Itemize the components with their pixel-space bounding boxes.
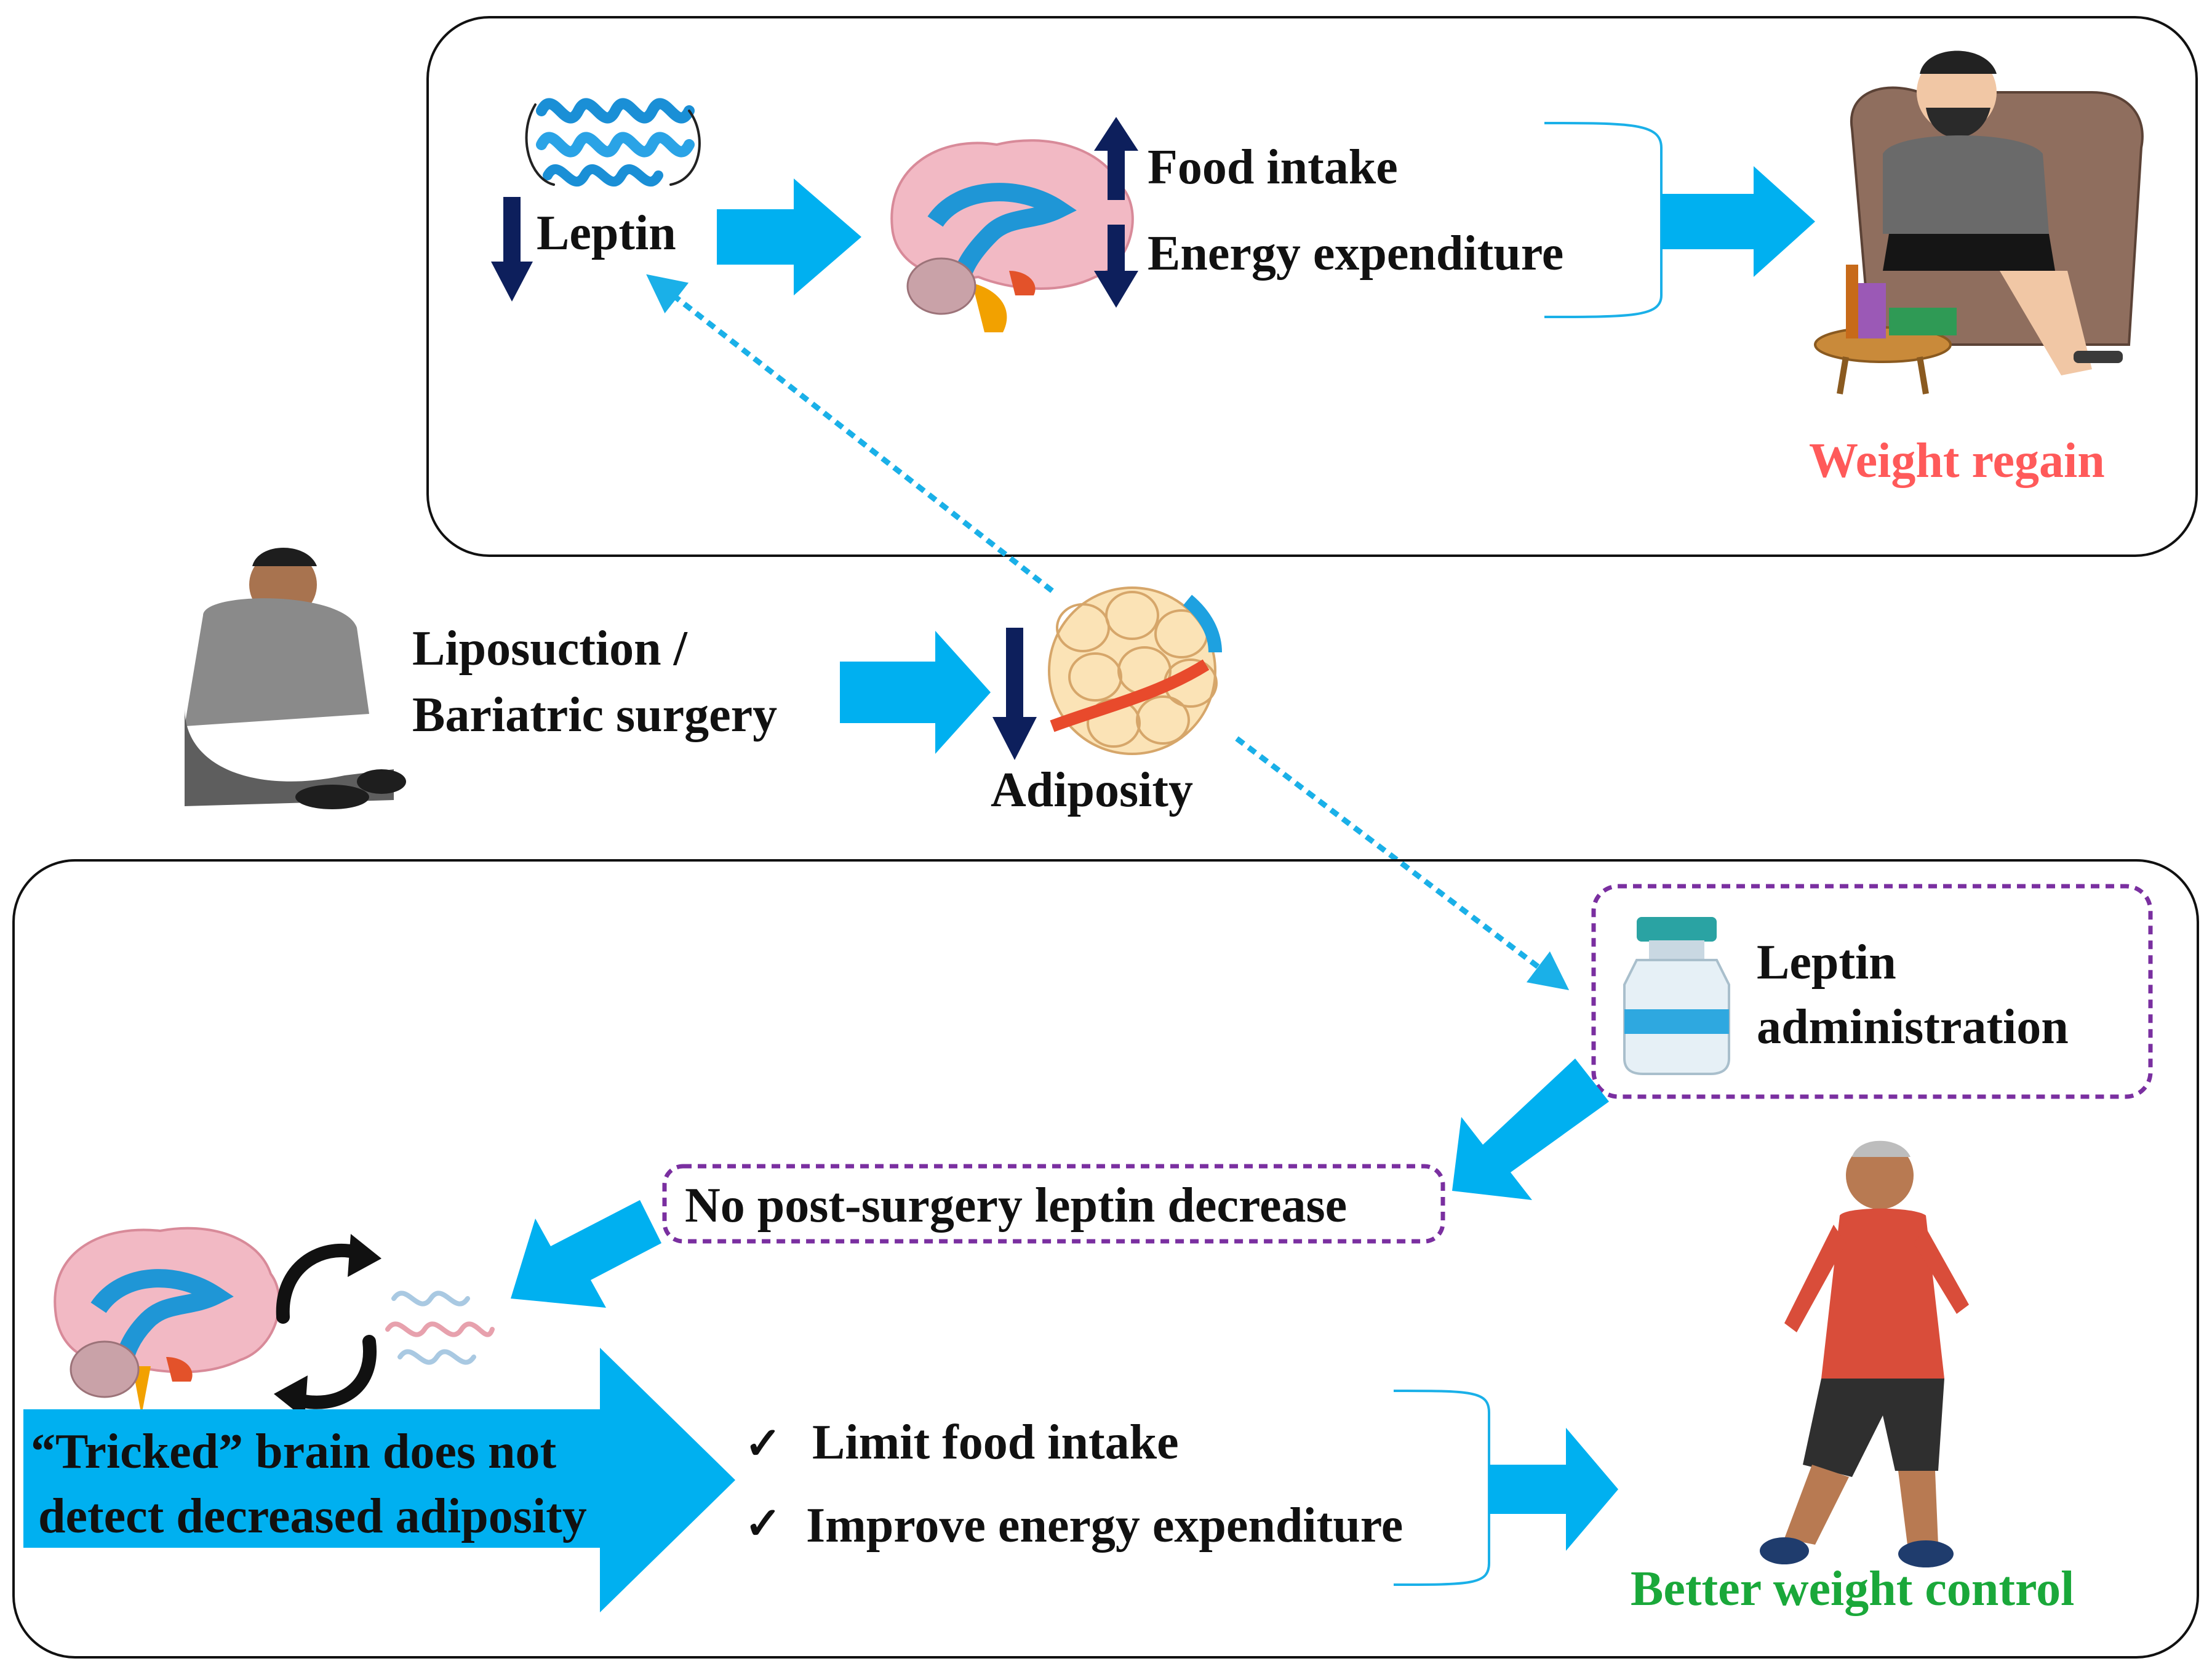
leptin-administration-box [1591,884,2153,1099]
food-intake-up-arrow [1094,117,1138,200]
energy-down-arrow [1094,225,1138,308]
top-bracket [1544,122,1663,318]
leptin-protein-icon-small [385,1291,495,1365]
food-intake-label: Food intake [1148,140,1398,194]
arrow-leptin-to-brain [717,178,861,295]
dotted-arrow-to-leptin-administration [1235,736,1570,991]
tricked-brain-arrow [23,1348,735,1612]
arrow-no-decrease-to-brain [511,1200,661,1308]
vial-icon [1623,917,1730,1075]
arrow-to-better-control [1489,1428,1618,1551]
surgery-label-line2: Bariatric surgery [412,688,777,742]
weight-regain-label: Weight regain [1809,434,2105,488]
arrow-surgery-to-adiposity [840,631,991,754]
bottom-panel [12,859,2199,1659]
adiposity-label: Adiposity [991,763,1193,817]
no-decrease-label: No post-surgery leptin decrease [685,1179,1347,1233]
adipose-tissue-icon [1048,586,1222,755]
brain-icon [890,139,1134,332]
energy-expenditure-label: Energy expenditure [1148,226,1563,281]
leptin-administration-line2: administration [1757,1000,2069,1054]
leptin-administration-line1: Leptin [1757,935,1896,990]
arrow-to-weight-regain [1661,166,1815,277]
leptin-protein-icon [525,98,701,186]
man-on-couch-illustration [1850,50,2144,375]
better-weight-control-label: Better weight control [1631,1562,2074,1616]
surgery-label-line1: Liposuction / [412,622,689,676]
brain-icon-bottom [54,1227,281,1415]
snack-table-illustration [1814,265,1957,394]
check-icon-2: ✓ [745,1499,781,1548]
cycle-arrowhead-top [348,1234,381,1277]
adiposity-down-arrow [992,628,1037,760]
cycle-arrowhead-bottom [274,1375,308,1419]
arrow-admin-to-no-decrease [1452,1059,1609,1200]
leptin-label: Leptin [537,206,676,260]
top-panel [426,16,2198,557]
leptin-down-arrow [491,197,533,302]
tricked-line1: “Tricked” brain does not [31,1425,557,1479]
tricked-line2: detect decreased adiposity [38,1489,587,1543]
check-icon-1: ✓ [745,1419,781,1468]
benefit-limit-food-intake: Limit food intake [812,1415,1179,1470]
sitting-person-illustration [185,548,406,809]
bottom-bracket [1393,1390,1490,1586]
no-decrease-box [662,1164,1445,1244]
feedback-cycle-icon [276,1243,377,1409]
benefit-improve-energy: Improve energy expenditure [806,1499,1403,1553]
walking-man-illustration [1760,1140,1969,1567]
